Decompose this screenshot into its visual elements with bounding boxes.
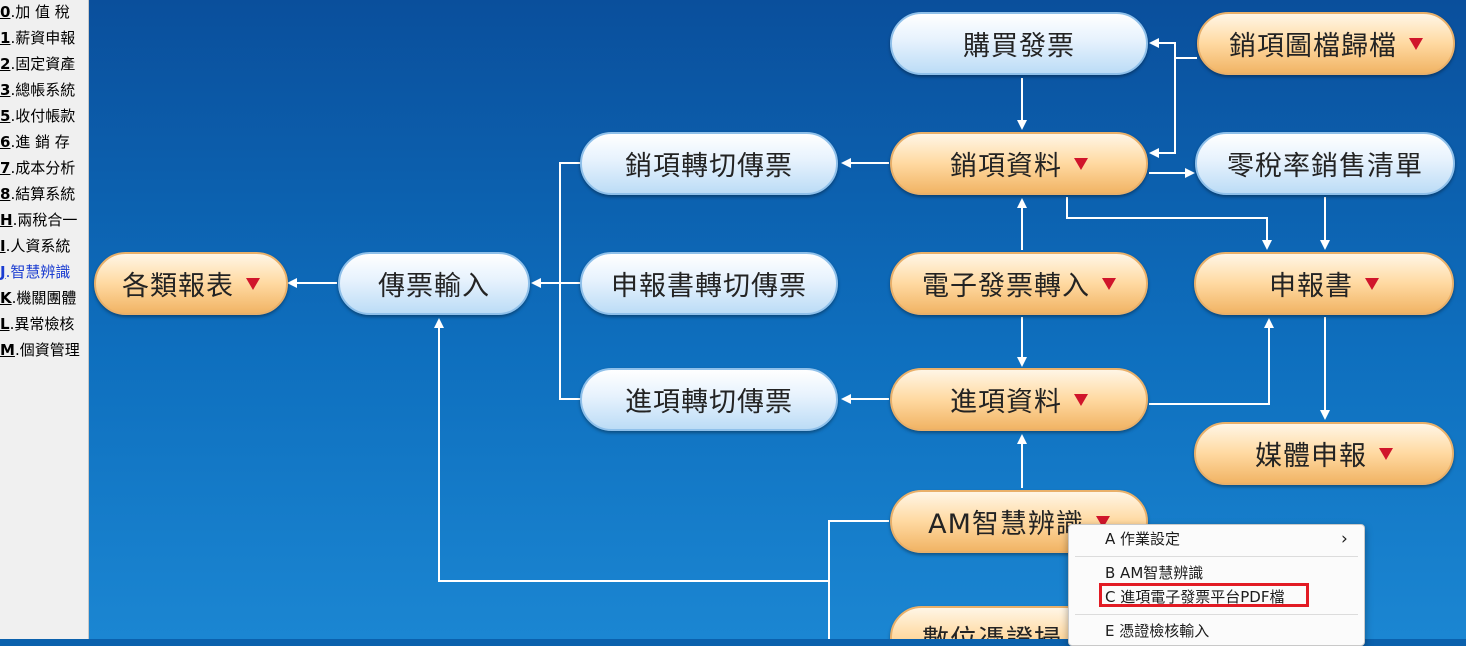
sidebar-item-hr[interactable]: I.人資系統 [0,237,71,255]
dropdown-triangle-icon[interactable] [246,277,260,290]
highlight-box [1099,583,1309,607]
menu-separator [1075,614,1358,615]
sidebar-item-personal-data[interactable]: M.個資管理 [0,341,80,359]
menu-item-einvoice-pdf[interactable]: C 進項電子發票平台PDF檔 [1105,588,1285,606]
node-zero-tax-list[interactable]: 零稅率銷售清單 [1195,132,1455,195]
sidebar-item-settlement[interactable]: 8.結算系統 [0,185,76,203]
sidebar-item-two-tax[interactable]: H.兩稅合一 [0,211,78,229]
menu-item-voucher-check[interactable]: E 憑證檢核輸入 [1105,622,1210,640]
flowchart-canvas: 購買發票 銷項圖檔歸檔 銷項轉切傳票 銷項資料 零稅率銷售清單 各類報表 傳票輸… [89,0,1466,639]
node-purchase-invoice[interactable]: 購買發票 [890,12,1148,75]
menu-item-am-recognition[interactable]: B AM智慧辨識 [1105,564,1204,582]
node-purchase-voucher-transfer[interactable]: 進項轉切傳票 [580,368,838,431]
sidebar-item-vat[interactable]: 0.加 值 稅 [0,3,70,21]
dropdown-triangle-icon[interactable] [1379,447,1393,460]
node-declaration-voucher-transfer[interactable]: 申報書轉切傳票 [580,252,838,315]
dropdown-triangle-icon[interactable] [1074,393,1088,406]
node-sales-voucher-transfer[interactable]: 銷項轉切傳票 [580,132,838,195]
sidebar-item-cost-analysis[interactable]: 7.成本分析 [0,159,76,177]
sidebar-item-smart-recognition[interactable]: J.智慧辨識 [0,263,71,281]
node-sales-image-archive[interactable]: 銷項圖檔歸檔 [1197,12,1455,75]
dropdown-triangle-icon[interactable] [1409,37,1423,50]
sidebar-item-anomaly-check[interactable]: L.異常檢核 [0,315,75,333]
sidebar: 0.加 值 稅 1.薪資申報 2.固定資產 3.總帳系統 5.收付帳款 6.進 … [0,0,89,639]
sidebar-item-inventory[interactable]: 6.進 銷 存 [0,133,70,151]
sidebar-item-payroll[interactable]: 1.薪資申報 [0,29,76,47]
flow-connectors [287,38,1330,639]
sidebar-item-organizations[interactable]: K.機關團體 [0,289,77,307]
sidebar-item-receivables[interactable]: 5.收付帳款 [0,107,76,125]
dropdown-triangle-icon[interactable] [1102,277,1116,290]
menu-item-settings[interactable]: A 作業設定 [1105,530,1181,548]
submenu-arrow-icon: › [1341,529,1348,549]
menu-separator [1075,556,1358,557]
sidebar-item-fixed-assets[interactable]: 2.固定資產 [0,55,76,73]
dropdown-triangle-icon[interactable] [1074,157,1088,170]
node-voucher-input[interactable]: 傳票輸入 [338,252,530,315]
node-einvoice-import[interactable]: 電子發票轉入 [890,252,1148,315]
sidebar-item-general-ledger[interactable]: 3.總帳系統 [0,81,76,99]
node-media-declaration[interactable]: 媒體申報 [1194,422,1454,485]
context-menu: A 作業設定 › B AM智慧辨識 C 進項電子發票平台PDF檔 E 憑證檢核輸… [1068,524,1365,646]
node-declaration[interactable]: 申報書 [1194,252,1454,315]
node-purchase-data[interactable]: 進項資料 [890,368,1148,431]
node-reports[interactable]: 各類報表 [94,252,288,315]
dropdown-triangle-icon[interactable] [1365,277,1379,290]
node-sales-data[interactable]: 銷項資料 [890,132,1148,195]
